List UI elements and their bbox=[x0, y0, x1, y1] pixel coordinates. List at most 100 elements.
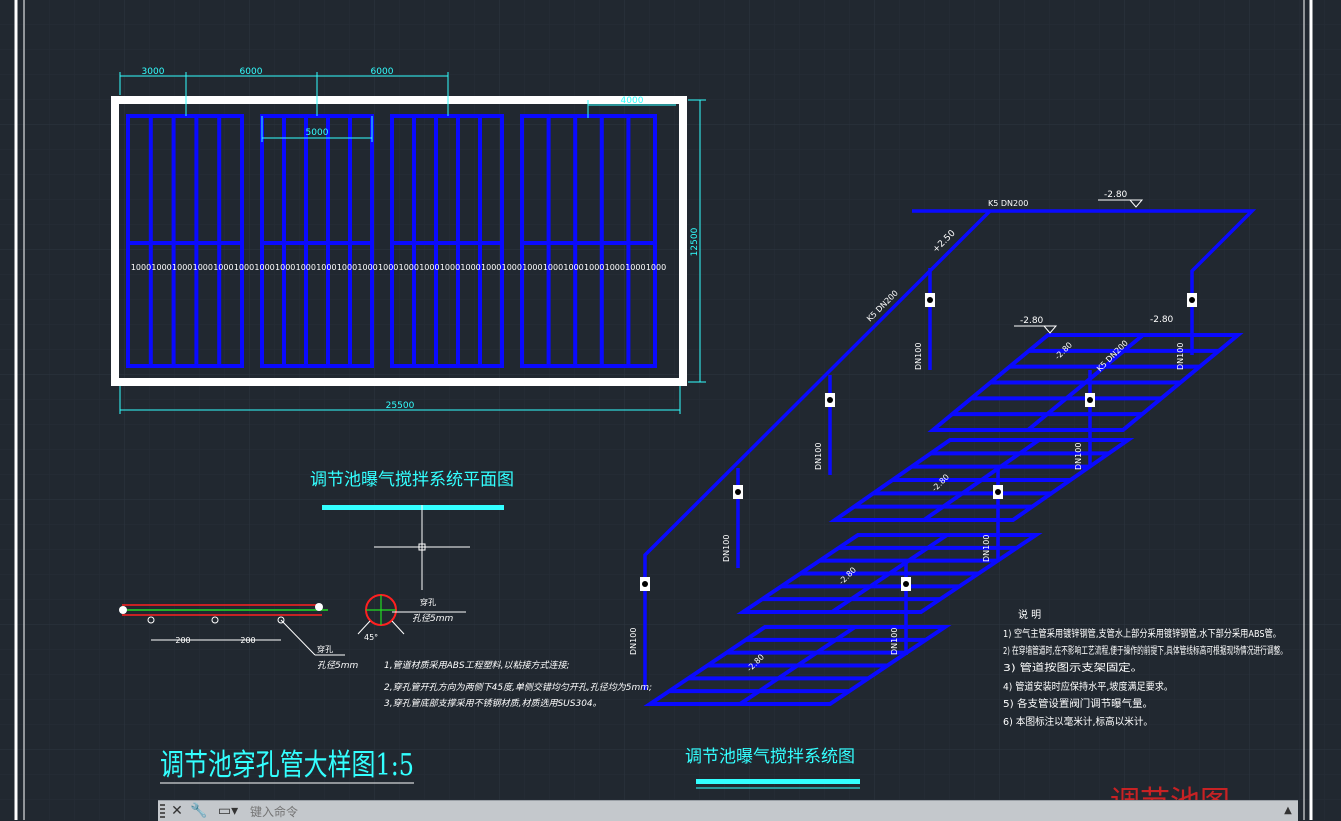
spacing-label: 1000 bbox=[275, 263, 295, 272]
branch-label-7: DN100 bbox=[982, 535, 991, 562]
spacing-label: 1000 bbox=[193, 263, 213, 272]
spacing-label: 1000 bbox=[460, 263, 480, 272]
command-prompt-icon[interactable]: ▭▾ bbox=[217, 803, 239, 819]
valve-icon bbox=[993, 485, 1003, 499]
branch-label-8: DN100 bbox=[890, 628, 899, 655]
iso-grid bbox=[736, 533, 1043, 614]
elev-right: -2.80 bbox=[1150, 315, 1174, 325]
plan-title-underline bbox=[322, 505, 504, 510]
branch-label-5: DN100 bbox=[1176, 343, 1185, 370]
valve-icon bbox=[825, 393, 835, 407]
detail-hole-dia: 孔径5mm bbox=[317, 660, 358, 671]
plan-block bbox=[520, 114, 657, 368]
grip-icon[interactable] bbox=[160, 804, 165, 818]
elev-left: -2.80 bbox=[1020, 316, 1044, 326]
branch-label-3: DN100 bbox=[722, 535, 731, 562]
spacing-label: 1000 bbox=[378, 263, 398, 272]
note-item-6: 6) 本图标注以毫米计,标高以米计。 bbox=[1003, 715, 1153, 728]
spacing-label: 1000 bbox=[399, 263, 419, 272]
spacing-label: 1000 bbox=[563, 263, 583, 272]
dim-top-1: 3000 bbox=[142, 67, 165, 77]
iso-pipe-grids bbox=[643, 333, 1244, 706]
valve-icon bbox=[1085, 393, 1095, 407]
spacing-label: 1000 bbox=[316, 263, 336, 272]
spacing-label: 1000 bbox=[481, 263, 501, 272]
plan-block bbox=[390, 114, 504, 368]
plan-block bbox=[126, 114, 244, 368]
plan-title: 调节池曝气搅拌系统平面图 bbox=[310, 470, 514, 490]
detail-dim-a: 200 bbox=[175, 636, 190, 645]
main-pipe-top-label: K5 DN200 bbox=[988, 199, 1028, 208]
note-item-3: 3) 管道按图示支架固定。 bbox=[1003, 661, 1143, 674]
wrench-icon[interactable]: 🔧 bbox=[190, 803, 208, 819]
section-angle: 45° bbox=[364, 633, 378, 642]
dim-top-3: 6000 bbox=[371, 67, 394, 77]
detail-note-2: 2,穿孔管开孔方向为两侧下45度,单侧交错均匀开孔,孔径均为5mm; bbox=[384, 682, 652, 693]
spacing-label: 1000 bbox=[543, 263, 563, 272]
spacing-label: 1000 bbox=[584, 263, 604, 272]
notes-heading: 说 明 bbox=[1018, 608, 1041, 621]
iso-grid bbox=[643, 625, 952, 706]
detail-hole-label: 穿孔 bbox=[317, 644, 333, 654]
note-item-2: 2) 在穿墙管道时,在不影响工艺流程,便于操作的前提下,具体管线标高可根据现场情… bbox=[1003, 644, 1287, 657]
note-item-4: 4) 管道安装时应保持水平,坡度满足要求。 bbox=[1003, 680, 1173, 693]
plan-dimensions: 3000 6000 6000 5000 4000 12500 25500 bbox=[119, 67, 706, 414]
detail-title: 调节池穿孔管大样图1:5 bbox=[160, 748, 414, 783]
perforated-pipe-detail: 200 200 穿孔 孔径5mm 45° 穿孔 孔径5mm 1,管道材质采用AB… bbox=[119, 505, 652, 784]
spacing-label: 1000 bbox=[131, 263, 151, 272]
valve-icon bbox=[901, 577, 911, 591]
spacing-label: 1000 bbox=[254, 263, 274, 272]
dim-right-top: 4000 bbox=[621, 96, 644, 106]
spacing-label: 1000 bbox=[234, 263, 254, 272]
spacing-label: 1000 bbox=[625, 263, 645, 272]
general-notes: 说 明 1) 空气主管采用镀锌钢管,支管水上部分采用镀锌钢管,水下部分采用ABS… bbox=[1003, 608, 1287, 728]
note-item-1: 1) 空气主管采用镀锌钢管,支管水上部分采用镀锌钢管,水下部分采用ABS管。 bbox=[1003, 627, 1281, 640]
dim-inner: 5000 bbox=[306, 128, 329, 138]
iso-grid bbox=[828, 438, 1135, 522]
spacing-label: 1000 bbox=[522, 263, 542, 272]
section-dia: 孔径5mm bbox=[412, 613, 453, 624]
command-line-bar: ✕ 🔧 ▭▾ ▲ bbox=[158, 800, 1298, 821]
spacing-label: 1000 bbox=[296, 263, 316, 272]
chevron-up-icon[interactable]: ▲ bbox=[1284, 805, 1292, 816]
elev-top: -2.80 bbox=[1104, 190, 1128, 200]
note-item-5: 5) 各支管设置阀门调节曝气量。 bbox=[1003, 697, 1153, 710]
detail-note-1: 1,管道材质采用ABS工程塑料,以粘接方式连接; bbox=[384, 660, 570, 671]
spacing-label: 1000 bbox=[357, 263, 377, 272]
command-input[interactable] bbox=[248, 803, 1252, 821]
spacing-label: 1000 bbox=[172, 263, 192, 272]
spacing-label: 1000 bbox=[646, 263, 666, 272]
branch-label-6: DN100 bbox=[1074, 443, 1083, 470]
spacing-label: 1000 bbox=[337, 263, 357, 272]
spacing-label: 1000 bbox=[419, 263, 439, 272]
spacing-label: 1000 bbox=[605, 263, 625, 272]
branch-label-2: DN100 bbox=[814, 443, 823, 470]
spacing-label: 1000 bbox=[213, 263, 233, 272]
plan-view: 3000 6000 6000 5000 4000 12500 25500 100… bbox=[111, 67, 706, 510]
tank-outline bbox=[111, 96, 687, 386]
dim-height: 12500 bbox=[690, 227, 700, 256]
valve-icon bbox=[1187, 293, 1197, 307]
spacing-label: 1000 bbox=[440, 263, 460, 272]
iso-grid bbox=[927, 333, 1244, 432]
branch-label-1: DN100 bbox=[914, 343, 923, 370]
detail-dim-b: 200 bbox=[240, 636, 255, 645]
plan-pipe-grid bbox=[126, 114, 657, 368]
branch-label-4: DN100 bbox=[629, 628, 638, 655]
iso-main-pipes bbox=[643, 209, 1257, 690]
iso-valves bbox=[640, 293, 1197, 591]
spacing-label: 1000 bbox=[151, 263, 171, 272]
valve-icon bbox=[640, 577, 650, 591]
close-icon[interactable]: ✕ bbox=[171, 803, 183, 819]
drawing-frame bbox=[14, 0, 1313, 820]
spacing-label: 1000 bbox=[502, 263, 522, 272]
iso-title: 调节池曝气搅拌系统图 bbox=[685, 747, 855, 767]
iso-title-underline bbox=[696, 779, 860, 784]
valve-icon bbox=[733, 485, 743, 499]
dim-bottom: 25500 bbox=[386, 401, 415, 411]
valve-icon bbox=[925, 293, 935, 307]
section-hole: 穿孔 bbox=[420, 597, 436, 607]
dim-top-2: 6000 bbox=[240, 67, 263, 77]
